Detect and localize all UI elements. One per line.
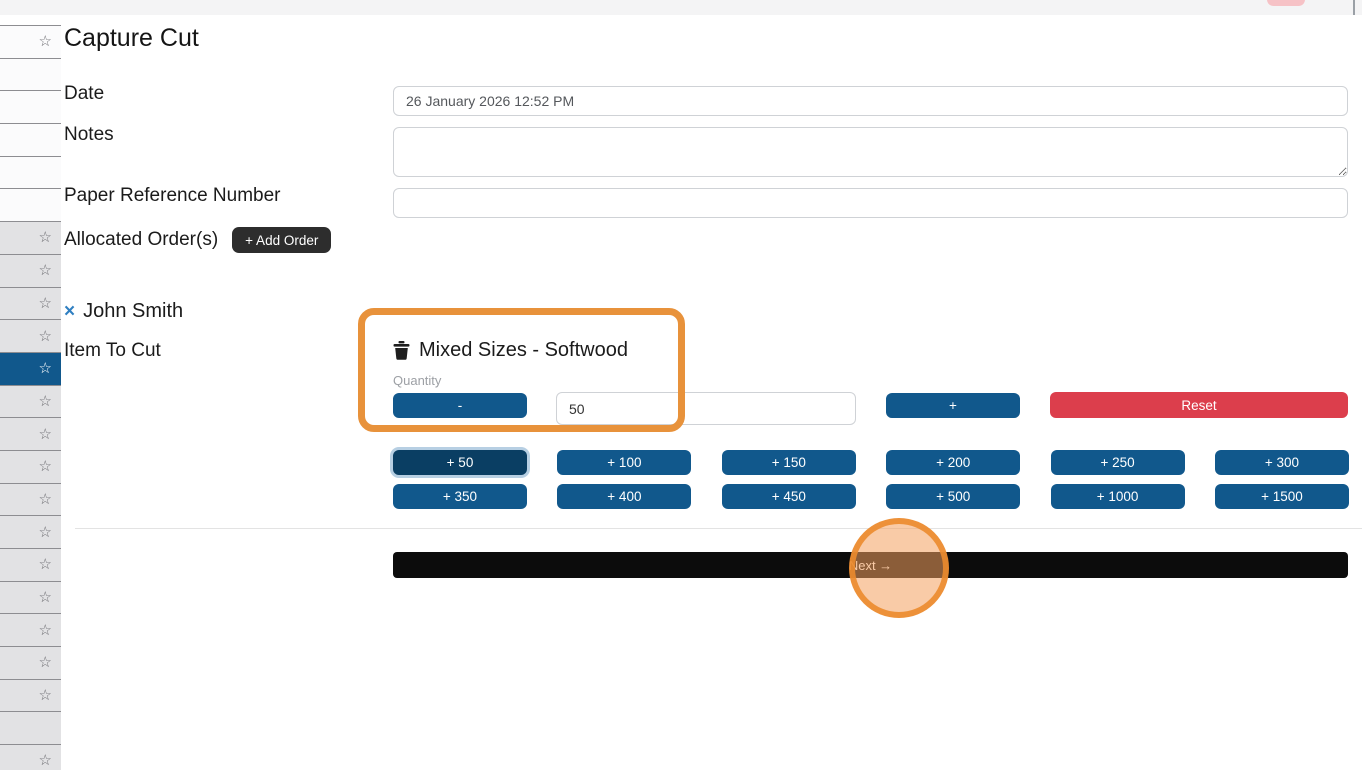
item-title: Mixed Sizes - Softwood xyxy=(419,339,628,361)
quantity-label: Quantity xyxy=(393,373,442,388)
quantity-decrement-button[interactable]: - xyxy=(393,393,527,418)
quick-add-button[interactable]: + 100 xyxy=(557,450,692,475)
quick-add-button[interactable]: + 1000 xyxy=(1050,484,1185,509)
star-icon[interactable]: ☆ xyxy=(38,360,52,378)
paper-reference-input[interactable] xyxy=(393,188,1348,218)
quick-add-button[interactable]: + 200 xyxy=(886,450,1021,475)
quick-add-button[interactable]: + 50 xyxy=(393,450,527,475)
quick-add-button[interactable]: + 400 xyxy=(557,484,692,509)
sidebar-row[interactable] xyxy=(0,156,61,190)
date-label: Date xyxy=(64,83,105,104)
star-icon[interactable]: ☆ xyxy=(38,621,52,639)
star-icon[interactable]: ☆ xyxy=(38,523,52,541)
sidebar-row[interactable]: ☆ xyxy=(0,549,61,582)
sidebar: ☆ ☆ ☆ ☆ ☆ ☆ ☆ ☆ ☆ ☆ ☆ ☆ ☆ ☆ ☆ ☆ ☆ xyxy=(0,25,61,770)
sidebar-row[interactable] xyxy=(0,124,61,157)
star-icon[interactable]: ☆ xyxy=(38,229,52,247)
sidebar-row[interactable]: ☆ xyxy=(0,287,61,321)
next-button[interactable]: Next → xyxy=(393,552,1348,578)
sidebar-row[interactable]: ☆ xyxy=(0,222,61,255)
quick-add-button[interactable]: + 300 xyxy=(1214,450,1349,475)
trash-icon[interactable] xyxy=(393,341,410,360)
sidebar-row[interactable]: ☆ xyxy=(0,352,61,386)
star-icon[interactable]: ☆ xyxy=(38,556,52,574)
item-header: Mixed Sizes - Softwood xyxy=(393,339,628,362)
scrollbar-fragment[interactable] xyxy=(1353,0,1355,15)
star-icon[interactable]: ☆ xyxy=(38,262,52,280)
star-icon[interactable]: ☆ xyxy=(38,327,52,345)
sidebar-row[interactable]: ☆ xyxy=(0,614,61,648)
quick-add-grid: + 50 + 100 + 150 + 200 + 250 + 300 + 350 + 400 +… xyxy=(393,450,1349,509)
remove-person-icon[interactable]: × xyxy=(64,301,76,322)
person-name: John Smith xyxy=(83,300,184,322)
sidebar-row[interactable]: ☆ xyxy=(0,745,61,770)
star-icon[interactable]: ☆ xyxy=(38,458,52,476)
date-input[interactable] xyxy=(393,86,1348,116)
star-icon[interactable]: ☆ xyxy=(38,654,52,672)
quick-add-button[interactable]: + 250 xyxy=(1050,450,1185,475)
allocated-person-row: × John Smith xyxy=(64,300,183,323)
sidebar-row[interactable] xyxy=(0,58,61,92)
sidebar-row[interactable]: ☆ xyxy=(0,320,61,353)
add-order-button[interactable]: + Add Order xyxy=(232,227,332,253)
star-icon[interactable]: ☆ xyxy=(38,294,52,312)
sidebar-row[interactable]: ☆ xyxy=(0,679,61,713)
sidebar-row[interactable]: ☆ xyxy=(0,450,61,484)
star-icon[interactable]: ☆ xyxy=(38,589,52,607)
quick-add-button[interactable]: + 350 xyxy=(393,484,527,509)
allocated-orders-label: Allocated Order(s) xyxy=(64,229,219,250)
star-icon[interactable]: ☆ xyxy=(38,425,52,443)
star-icon[interactable]: ☆ xyxy=(38,687,52,705)
notes-textarea[interactable] xyxy=(393,127,1348,177)
sidebar-row[interactable]: ☆ xyxy=(0,516,61,549)
top-chrome-bar xyxy=(0,0,1362,15)
sidebar-row[interactable]: ☆ xyxy=(0,254,61,288)
divider-line xyxy=(75,528,1362,529)
quick-add-button[interactable]: + 150 xyxy=(721,450,856,475)
star-icon[interactable]: ☆ xyxy=(38,752,52,770)
sidebar-row[interactable]: ☆ xyxy=(0,418,61,451)
item-to-cut-label: Item To Cut xyxy=(64,340,161,361)
quantity-increment-button[interactable]: + xyxy=(886,393,1020,418)
quick-add-button[interactable]: + 450 xyxy=(721,484,856,509)
allocated-orders-row: Allocated Order(s) + Add Order xyxy=(64,227,332,253)
sidebar-row[interactable]: ☆ xyxy=(0,581,61,615)
quick-add-button[interactable]: + 500 xyxy=(886,484,1021,509)
pink-badge xyxy=(1267,0,1305,6)
star-icon[interactable]: ☆ xyxy=(38,392,52,410)
page-title: Capture Cut xyxy=(64,24,199,52)
sidebar-row[interactable]: ☆ xyxy=(0,385,61,419)
reset-button[interactable]: Reset xyxy=(1050,392,1348,418)
sidebar-row[interactable]: ☆ xyxy=(0,26,61,59)
sidebar-row[interactable]: ☆ xyxy=(0,647,61,680)
notes-label: Notes xyxy=(64,124,114,145)
sidebar-row[interactable] xyxy=(0,189,61,223)
paper-reference-label: Paper Reference Number xyxy=(64,185,281,206)
sidebar-row[interactable] xyxy=(0,712,61,746)
star-icon[interactable]: ☆ xyxy=(38,490,52,508)
star-icon[interactable]: ☆ xyxy=(38,33,52,51)
sidebar-row[interactable] xyxy=(0,91,61,125)
quick-add-button[interactable]: + 1500 xyxy=(1214,484,1349,509)
quantity-input[interactable] xyxy=(556,392,856,425)
sidebar-row[interactable]: ☆ xyxy=(0,483,61,517)
